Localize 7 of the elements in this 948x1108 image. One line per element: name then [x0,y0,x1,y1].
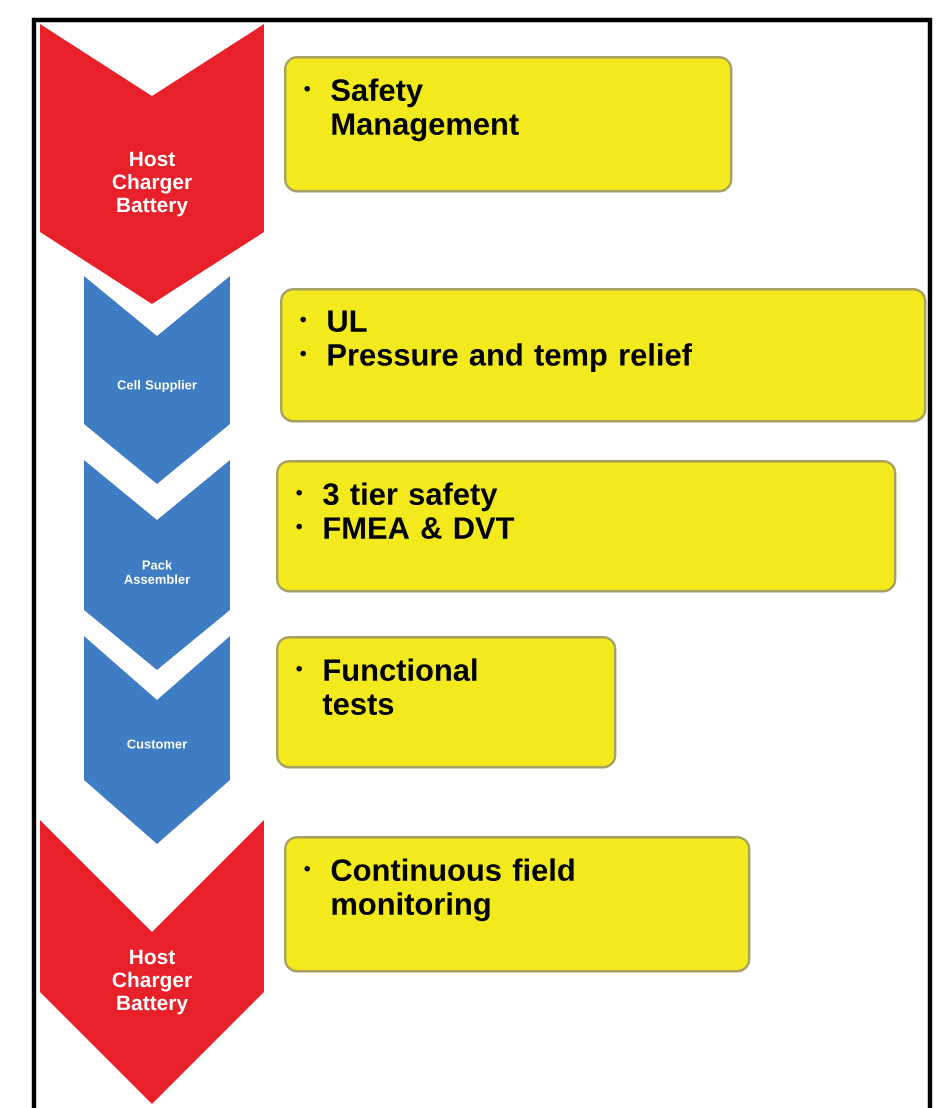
text-box: Continuous field monitoring [284,836,751,973]
text-box: 3 tier safety FMEA & DVT [276,460,897,593]
stage-banner: Host Charger Battery [40,24,264,304]
text-box: UL Pressure and temp relief [280,288,927,423]
stage-banner: Host Charger Battery [40,820,264,1104]
text-box: Functional tests [276,636,617,769]
text-box: Safety Management [284,56,733,193]
